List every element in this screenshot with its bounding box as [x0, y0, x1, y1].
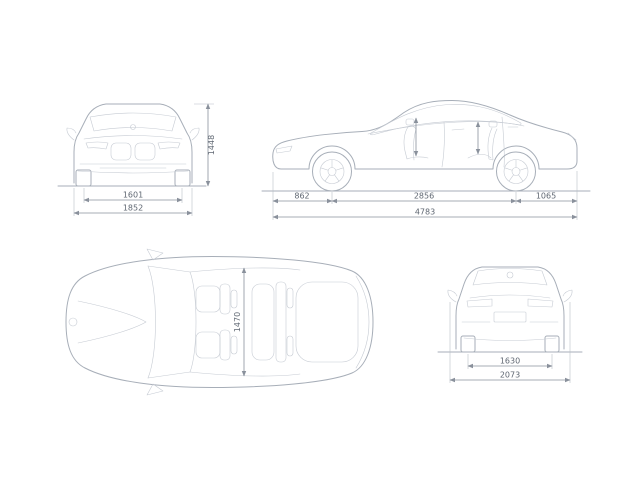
- side-taillight: [567, 132, 577, 141]
- left-mirror: [66, 127, 77, 141]
- right-mirror-rear: [562, 289, 573, 303]
- windshield: [89, 112, 177, 132]
- trunk-edge: [355, 275, 370, 369]
- rear-width-dim-label: 2073: [500, 371, 520, 380]
- left-headlight: [85, 141, 109, 150]
- front-left-wheel: [75, 169, 92, 187]
- rear-left-wheel: [460, 335, 476, 353]
- front-height-dim-label: 1448: [207, 135, 216, 155]
- overall-length-dim-label: 4783: [415, 208, 435, 217]
- front-width-dim-label: 1852: [123, 204, 143, 213]
- rear-seats-top: [251, 281, 294, 363]
- hood-line: [83, 135, 183, 140]
- kidney-grille-left: [110, 142, 132, 161]
- rear-overhang-dim-label: 1065: [536, 192, 556, 201]
- rear-headrest: [488, 120, 498, 128]
- rear-glass-top: [295, 281, 359, 363]
- windshield-top-line: [189, 271, 197, 373]
- right-mirror-top: [146, 383, 164, 396]
- side-body-outline: [272, 100, 578, 170]
- brand-roundel-icon: [506, 271, 514, 279]
- front-door-line: [441, 121, 445, 168]
- left-taillight: [466, 298, 493, 308]
- front-headrest: [405, 118, 415, 126]
- trunk-line: [469, 294, 551, 299]
- side-front-wheel: [312, 151, 352, 192]
- front-track-dim-label: 1601: [123, 191, 143, 200]
- cabin-width-dim-label: 1470: [233, 312, 242, 332]
- license-plate: [493, 311, 527, 323]
- front-view: 1448 1601 1852: [57, 103, 216, 216]
- hood-crease-lines: [77, 300, 147, 344]
- left-mirror-rear: [447, 289, 458, 303]
- cowl-line: [147, 265, 156, 379]
- right-mirror: [189, 127, 200, 141]
- top-body-outline: [65, 256, 374, 388]
- left-mirror-top: [146, 248, 164, 261]
- side-headlight: [275, 145, 293, 154]
- side-rear-wheel: [496, 151, 536, 192]
- side-glasshouse: [369, 104, 522, 136]
- roof-edges: [189, 267, 301, 377]
- rear-door-line: [501, 116, 505, 168]
- front-body-outline: [73, 103, 193, 184]
- top-view: 1470: [65, 248, 374, 396]
- front-overhang-dim-label: 862: [294, 192, 309, 201]
- a-pillar-right: [147, 371, 191, 379]
- front-bumper-lines: [77, 163, 189, 174]
- rear-bumper-lines: [461, 321, 559, 341]
- brand-roundel-icon: [68, 317, 78, 327]
- right-headlight: [157, 141, 181, 150]
- beltline: [367, 121, 525, 135]
- right-taillight: [527, 298, 554, 308]
- rear-body-outline: [455, 266, 565, 350]
- kidney-grille-right: [134, 142, 156, 161]
- rear-track-dim-label: 1630: [500, 357, 520, 366]
- rear-right-wheel: [544, 335, 560, 353]
- rear-view: 1630 2073: [437, 266, 583, 383]
- a-pillar-left: [147, 265, 191, 273]
- front-seats-top: [195, 283, 238, 361]
- side-view: 862 2856 1065 4783: [261, 100, 591, 220]
- door-handles: [451, 126, 519, 131]
- wheelbase-dim-label: 2856: [414, 192, 434, 201]
- brand-roundel-icon: [130, 124, 136, 130]
- rear-window: [472, 268, 548, 286]
- rear-seat-profile: [467, 127, 498, 161]
- front-right-wheel: [174, 169, 191, 187]
